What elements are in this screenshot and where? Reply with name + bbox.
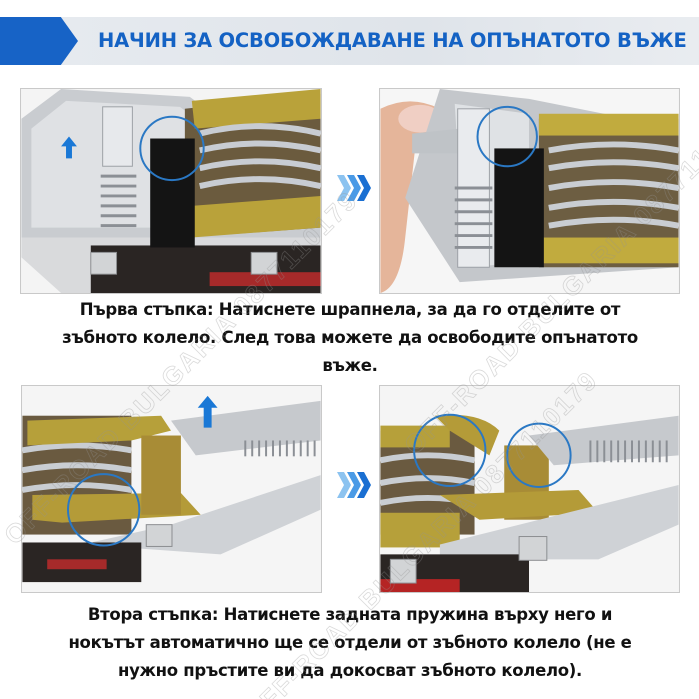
- chevron-triple-right-icon: [335, 173, 371, 203]
- step1-caption-line: въже.: [322, 356, 378, 375]
- step1-caption: Първа стъпка: Натиснете шрапнела, за да …: [20, 296, 680, 380]
- step2-image-after: [379, 385, 680, 593]
- step1-image-after: [379, 88, 680, 294]
- header-banner: [0, 17, 699, 65]
- winch-photo: [380, 386, 679, 592]
- step1-caption-line: Първа стъпка: Натиснете шрапнела, за да …: [79, 300, 621, 319]
- step2-image-before: [21, 385, 322, 593]
- winch-photo: [380, 89, 679, 293]
- page-title: НАЧИН ЗА ОСВОБОЖДАВАНЕ НА ОПЪНАТОТО ВЪЖЕ: [98, 29, 687, 52]
- winch-photo: [22, 386, 321, 592]
- chevron-triple-right-icon: [335, 470, 371, 500]
- step1-image-before: [20, 88, 322, 294]
- step2-caption-line: Втора стъпка: Натиснете задната пружина …: [87, 605, 613, 624]
- step1-caption-line: зъбното колело. След това можете да осво…: [62, 328, 638, 347]
- step2-caption: Втора стъпка: Натиснете задната пружина …: [20, 601, 680, 685]
- step2-caption-line: нужно пръстите ви да докосват зъбното ко…: [117, 661, 582, 680]
- header-accent-tab: [0, 17, 78, 65]
- winch-photo: [21, 89, 321, 293]
- step2-caption-line: нокътът автоматично ще се отдели от зъбн…: [68, 633, 632, 652]
